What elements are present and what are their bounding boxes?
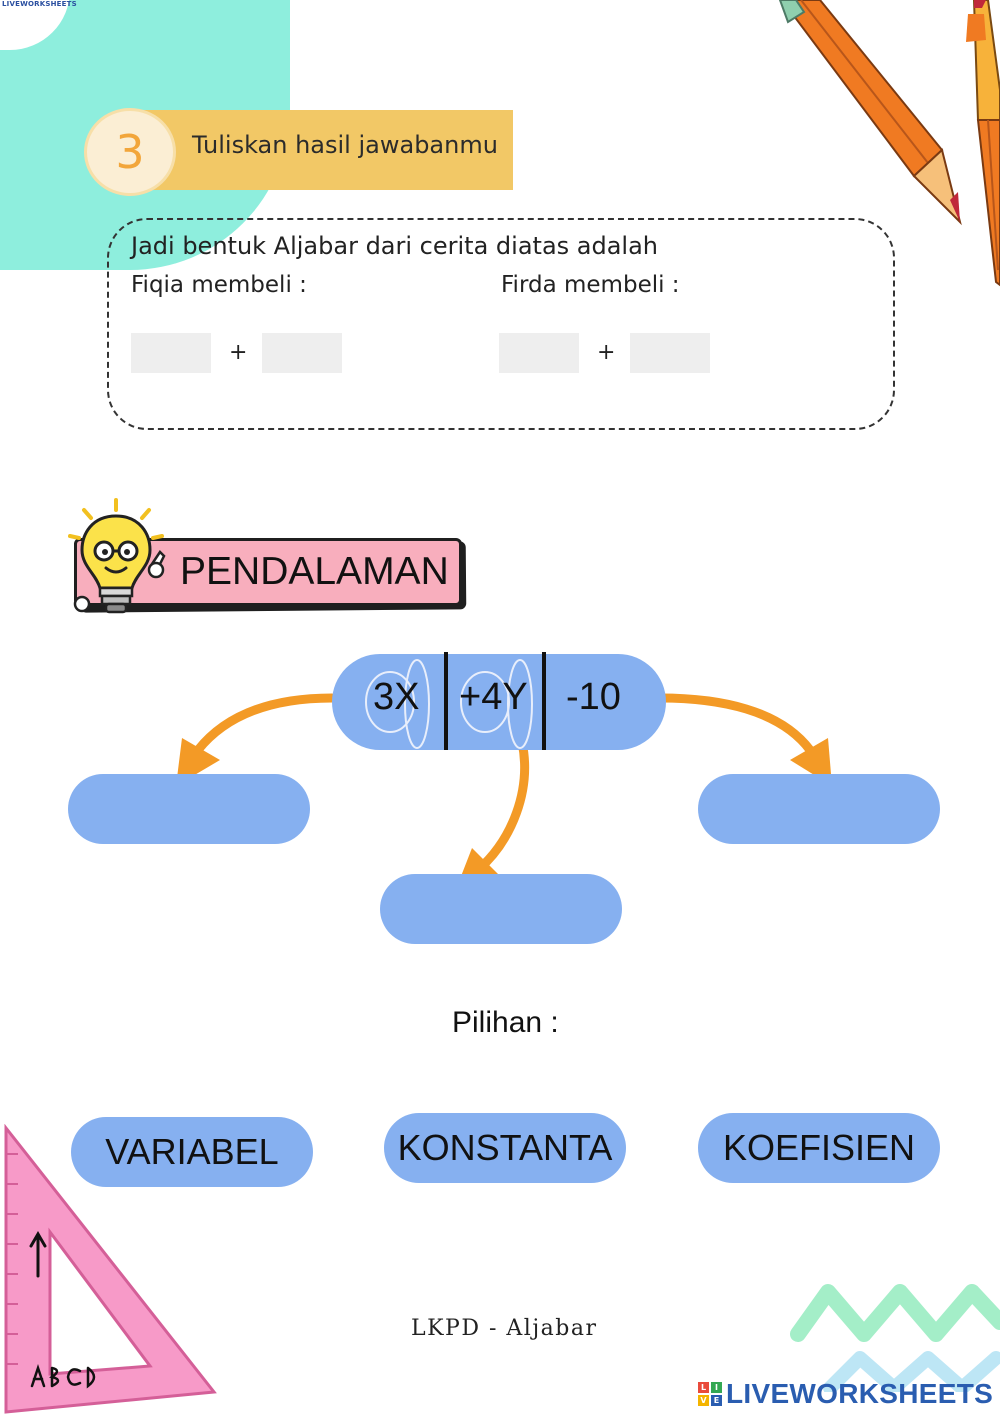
liveworksheets-logo[interactable]: L I V E LIVEWORKSHEETS: [698, 1378, 993, 1410]
step-title: Tuliskan hasil jawabanmu: [192, 131, 498, 159]
expression-term-3: -10: [566, 676, 621, 718]
left-arrow-shaft: [193, 693, 337, 755]
expression-separator-2: [542, 652, 546, 750]
zigzag-decoration-icon: [790, 1284, 1000, 1392]
triangle-ruler-icon: [4, 1124, 217, 1414]
expression-separator-1: [444, 652, 448, 750]
firda-label: Firda membeli :: [501, 272, 680, 298]
expression-pill: [332, 654, 666, 750]
highlight-scribble-icon: [365, 659, 533, 749]
fiqia-label: Fiqia membeli :: [131, 272, 307, 298]
option-konstanta[interactable]: KONSTANTA: [384, 1113, 626, 1183]
liveworksheets-logo-icon: L I V E: [698, 1382, 722, 1406]
lightbulb-mascot-icon: [68, 498, 166, 614]
firda-term-1-input[interactable]: [499, 333, 579, 373]
option-koefisien[interactable]: KOEFISIEN: [698, 1113, 940, 1183]
option-variabel[interactable]: VARIABEL: [71, 1117, 313, 1187]
footer-text: LKPD - Aljabar: [411, 1316, 598, 1341]
liveworksheets-logo-text: LIVEWORKSHEETS: [726, 1378, 994, 1409]
firda-term-2-input[interactable]: [630, 333, 710, 373]
pencil-icon: [778, 0, 1000, 287]
fiqia-plus-sign: +: [229, 340, 248, 365]
step-number-badge: 3: [84, 108, 176, 196]
middle-arrow-shaft: [473, 737, 530, 875]
section-title: PENDALAMAN: [180, 550, 449, 593]
drop-target-middle[interactable]: [380, 874, 622, 944]
expression-term-1: 3X: [373, 676, 420, 718]
fiqia-term-1-input[interactable]: [131, 333, 211, 373]
options-title: Pilihan :: [452, 1006, 559, 1039]
fiqia-term-2-input[interactable]: [262, 333, 342, 373]
firda-plus-sign: +: [597, 340, 616, 365]
step-number: 3: [115, 125, 145, 179]
answer-lead-text: Jadi bentuk Aljabar dari cerita diatas a…: [131, 232, 659, 260]
answer-box: [107, 218, 895, 430]
step-title-bar: [135, 110, 513, 190]
drop-target-right[interactable]: [698, 774, 940, 844]
expression-term-2: +4Y: [459, 676, 528, 718]
right-arrow-shaft: [655, 693, 815, 755]
drop-target-left[interactable]: [68, 774, 310, 844]
corner-logo: LIVEWORKSHEETS: [2, 0, 77, 8]
